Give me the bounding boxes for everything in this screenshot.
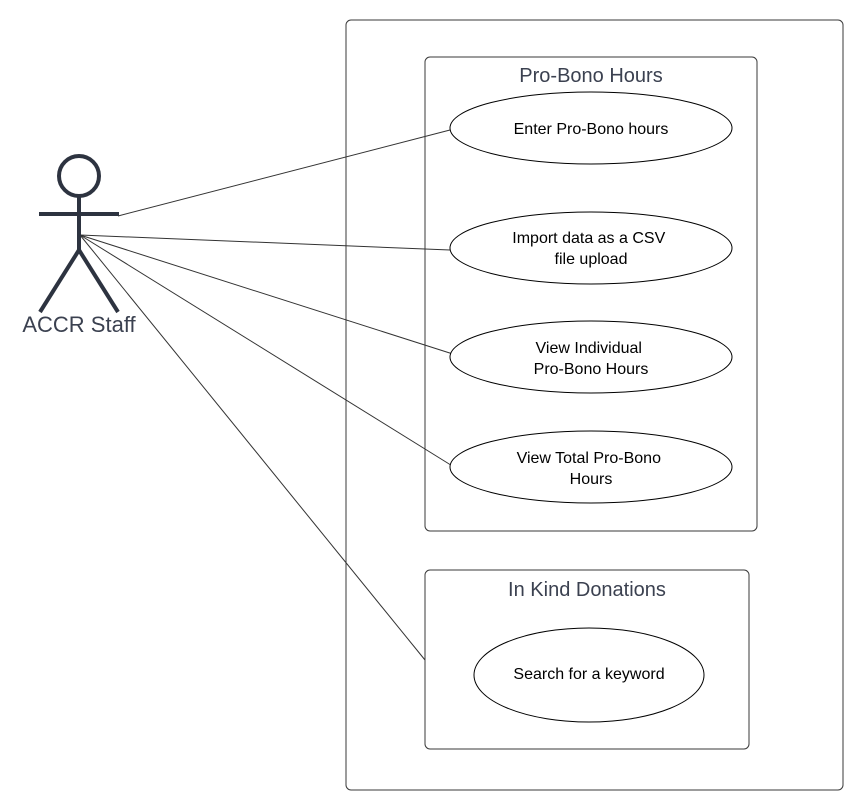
actor-stick-figure-icon bbox=[38, 154, 120, 314]
association-view-individual bbox=[79, 234, 457, 356]
use-case-view-individual-hours: View Individual Pro-Bono Hours bbox=[449, 320, 733, 394]
svg-text:Search for a keyword: Search for a keyword bbox=[513, 666, 664, 683]
use-case-enter-pro-bono-hours: Enter Pro-Bono hours bbox=[449, 91, 733, 165]
use-case-label: Search for a keyword bbox=[513, 666, 664, 683]
use-case-view-total-hours: View Total Pro-Bono Hours bbox=[449, 430, 733, 504]
use-case-label-line-2: file upload bbox=[555, 251, 628, 268]
use-case-label: Enter Pro-Bono hours bbox=[514, 121, 669, 138]
svg-text:Import data as a CSV fil: Import data as a CSV file upload bbox=[512, 230, 669, 268]
svg-text:View Total Pro-Bono Hour: View Total Pro-Bono Hours bbox=[517, 450, 666, 488]
association-enter-hours bbox=[117, 129, 451, 217]
package-pro-bono-hours bbox=[424, 56, 758, 532]
use-case-label-line-2: Pro-Bono Hours bbox=[534, 361, 649, 378]
use-case-search-keyword: Search for a keyword bbox=[473, 627, 705, 723]
use-case-import-csv: Import data as a CSV file upload bbox=[449, 211, 733, 285]
actor-label: ACCR Staff bbox=[22, 312, 136, 337]
svg-text:Enter Pro-Bono hours: Enter Pro-Bono hours bbox=[514, 121, 669, 138]
package-title-pro-bono-hours: Pro-Bono Hours bbox=[519, 65, 662, 87]
package-title-in-kind-donations: In Kind Donations bbox=[508, 579, 666, 601]
association-in-kind-package bbox=[79, 234, 426, 661]
association-view-total bbox=[79, 234, 455, 468]
association-import-csv bbox=[79, 234, 451, 251]
use-case-label-line-1: View Individual bbox=[536, 340, 642, 357]
use-case-label-line-1: Import data as a CSV bbox=[512, 230, 665, 247]
use-case-label-line-1: View Total Pro-Bono bbox=[517, 450, 661, 467]
svg-text:View Individual Pro-Bono: View Individual Pro-Bono Hours bbox=[534, 340, 649, 378]
use-case-label-line-2: Hours bbox=[570, 471, 613, 488]
